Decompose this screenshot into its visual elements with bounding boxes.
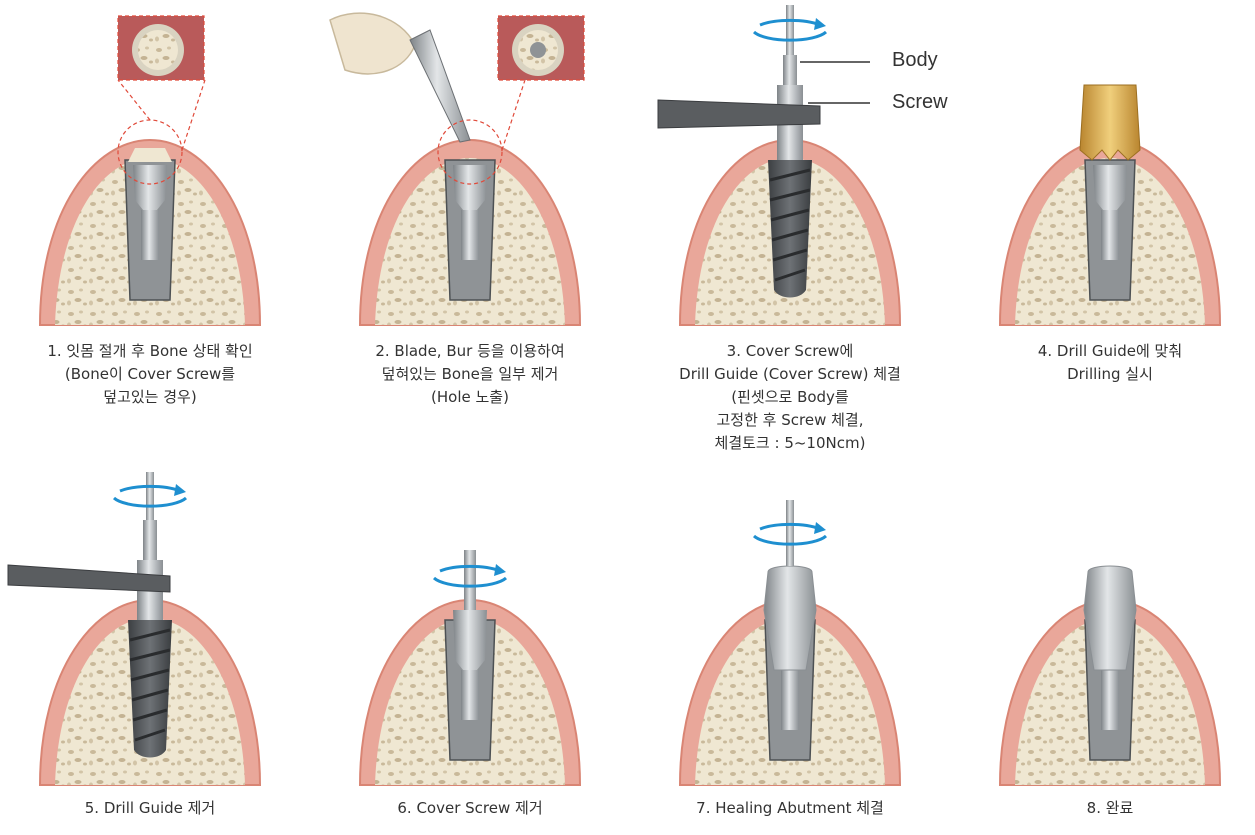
step-7-panel: 7. Healing Abutment 체결	[640, 460, 940, 835]
step-3-caption: 3. Cover Screw에 Drill Guide (Cover Screw…	[640, 340, 940, 455]
step-6-panel: 6. Cover Screw 제거	[320, 460, 620, 835]
step-1-caption: 1. 잇몸 절개 후 Bone 상태 확인 (Bone이 Cover Screw…	[0, 340, 300, 409]
caption-line: 6. Cover Screw 제거	[320, 797, 620, 820]
caption-line: Drill Guide (Cover Screw) 체결	[640, 363, 940, 386]
step-5-caption: 5. Drill Guide 제거	[0, 797, 300, 820]
step-2-illustration	[320, 0, 620, 330]
caption-line: Drilling 실시	[960, 363, 1255, 386]
body-callout-label: Body	[892, 49, 938, 72]
step-4-caption: 4. Drill Guide에 맞춰 Drilling 실시	[960, 340, 1255, 386]
caption-line: 덮고있는 경우)	[0, 386, 300, 409]
caption-line: 8. 완료	[960, 797, 1255, 820]
step-7-illustration	[640, 460, 940, 790]
step-3-panel: Body Screw 3. Cover Screw에 Drill Guide (…	[640, 0, 940, 470]
step-4-illustration	[960, 0, 1255, 330]
zoom-inset	[498, 16, 584, 80]
step-2-panel: 2. Blade, Bur 등을 이용하여 덮혀있는 Bone을 일부 제거 (…	[320, 0, 620, 420]
caption-line: 7. Healing Abutment 체결	[640, 797, 940, 820]
caption-line: 3. Cover Screw에	[640, 340, 940, 363]
caption-line: (Bone이 Cover Screw를	[0, 363, 300, 386]
step-5-panel: 5. Drill Guide 제거	[0, 460, 300, 835]
caption-line: 체결토크 : 5~10Ncm)	[640, 432, 940, 455]
step-7-caption: 7. Healing Abutment 체결	[640, 797, 940, 820]
caption-line: 4. Drill Guide에 맞춰	[960, 340, 1255, 363]
step-8-caption: 8. 완료	[960, 797, 1255, 820]
step-1-illustration	[0, 0, 300, 330]
caption-line: 고정한 후 Screw 체결,	[640, 409, 940, 432]
screw-callout-label: Screw	[892, 91, 948, 114]
step-2-caption: 2. Blade, Bur 등을 이용하여 덮혀있는 Bone을 일부 제거 (…	[320, 340, 620, 409]
step-6-caption: 6. Cover Screw 제거	[320, 797, 620, 820]
zoom-inset	[118, 16, 204, 80]
step-4-panel: 4. Drill Guide에 맞춰 Drilling 실시	[960, 0, 1255, 420]
step-5-illustration	[0, 460, 300, 790]
caption-line: 1. 잇몸 절개 후 Bone 상태 확인	[0, 340, 300, 363]
step-8-illustration	[960, 460, 1255, 790]
caption-line: (핀셋으로 Body를	[640, 386, 940, 409]
caption-line: 5. Drill Guide 제거	[0, 797, 300, 820]
step-8-panel: 8. 완료	[960, 460, 1255, 835]
step-6-illustration	[320, 460, 620, 790]
caption-line: (Hole 노출)	[320, 386, 620, 409]
step-1-panel: 1. 잇몸 절개 후 Bone 상태 확인 (Bone이 Cover Screw…	[0, 0, 300, 420]
caption-line: 2. Blade, Bur 등을 이용하여	[320, 340, 620, 363]
caption-line: 덮혀있는 Bone을 일부 제거	[320, 363, 620, 386]
